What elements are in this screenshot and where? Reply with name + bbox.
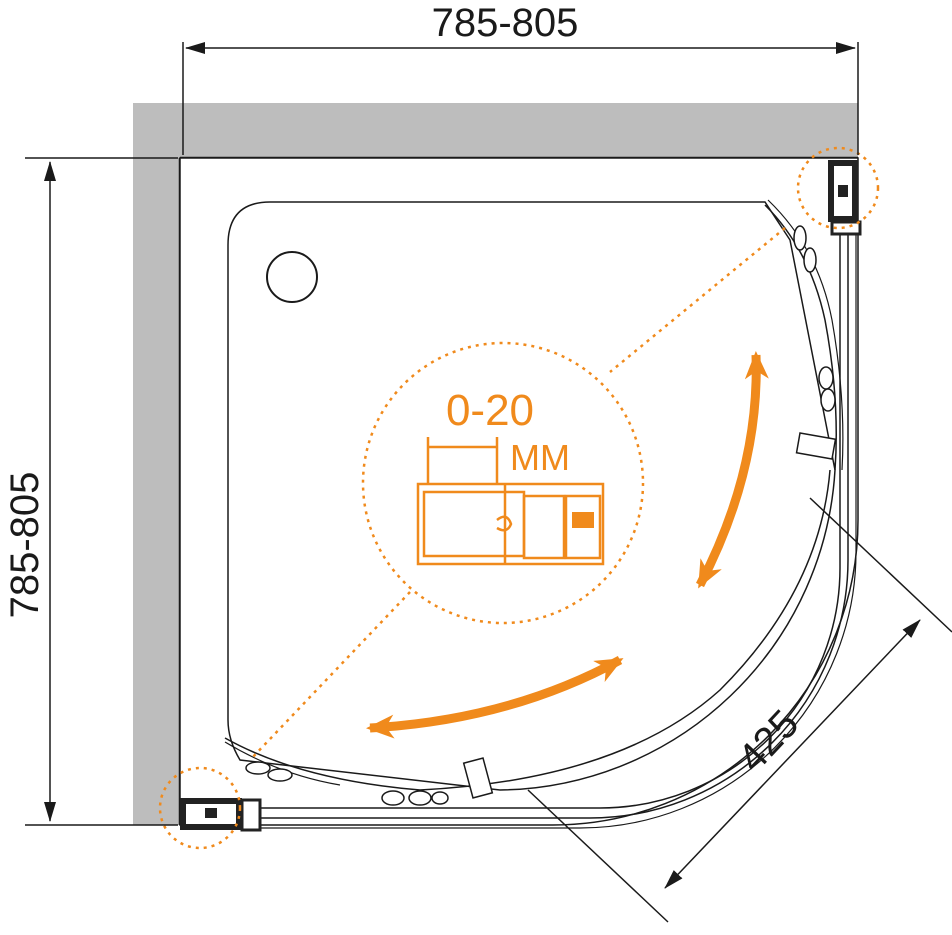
drain-icon: [266, 251, 318, 303]
callout-circle-top: [796, 146, 880, 230]
detail-magnifier-circle: [361, 341, 645, 625]
roller-icon: [381, 790, 449, 806]
roller-icon: [818, 366, 836, 412]
door-handle: [795, 432, 837, 460]
back-wall: [133, 103, 858, 158]
roller-icon: [245, 761, 293, 782]
height-dimension-label: 785-805: [3, 472, 47, 619]
wall-profiles: [180, 160, 862, 832]
tray-basin: [227, 201, 836, 791]
wall-profile-bottom-left: [180, 798, 262, 832]
callout-circle-bottom: [158, 766, 242, 850]
door-motion-arrow-right: [696, 351, 769, 589]
door-motion-arrow-bottom: [366, 656, 624, 739]
rollers: [245, 225, 837, 806]
detail-callouts: [158, 146, 880, 850]
motion-arrows: [366, 351, 769, 739]
roller-icon: [793, 225, 817, 273]
wall-profile-top-right: [828, 160, 862, 236]
walls: [133, 103, 858, 825]
adjustment-range-label: 0-20: [446, 386, 534, 435]
detail-contents: 0-20 ММ: [416, 386, 605, 566]
door-handle: [462, 757, 494, 799]
door-dimension-line: [664, 619, 921, 889]
width-dimension-label: 785-805: [432, 1, 579, 45]
unit-label: ММ: [510, 437, 570, 478]
side-wall: [133, 103, 180, 825]
dimension-lines: [25, 42, 952, 923]
